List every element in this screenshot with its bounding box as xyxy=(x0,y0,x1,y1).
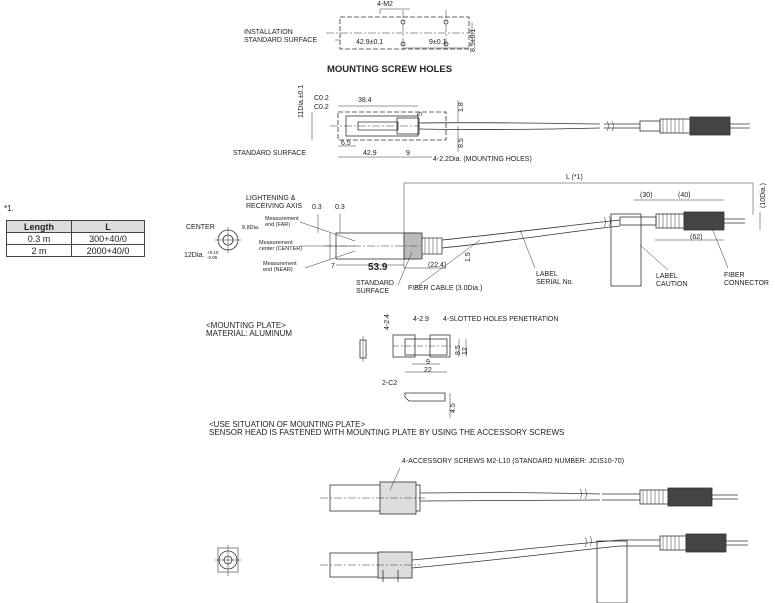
accessory-screws-label: 4-ACCESSORY SCREWS M2-L10 (STANDARD NUMB… xyxy=(402,458,625,465)
dim-42-9: 42.9 xyxy=(363,150,377,157)
table-row: 0.3 m 300+40/0 xyxy=(6,232,145,245)
installation-surface-label: INSTALLATION STANDARD SURFACE xyxy=(244,29,317,44)
length-header: Length xyxy=(6,220,72,233)
slotted-holes-label: 4-SLOTTED HOLES PENETRATION xyxy=(443,316,559,323)
dim-4m2: 4-M2 xyxy=(377,1,393,8)
screw-holes-diagram xyxy=(326,8,475,52)
dim-42-9: 42.9±0.1 xyxy=(356,39,384,46)
mounting-plate-diagram xyxy=(359,334,467,418)
c02-label: C0.2 xyxy=(314,95,329,102)
table-cell: 0.3 m xyxy=(6,232,72,245)
label-serial-label: LABEL SERIAL No. xyxy=(536,271,574,286)
standard-surface-label: STANDARD SURFACE xyxy=(233,150,306,157)
dim-1-5: 1.5 xyxy=(465,252,472,262)
dim-11dia: 11Dia.±0.1 xyxy=(298,84,305,118)
meas-center-label: Measurement center (CENTER) xyxy=(259,240,303,252)
dim-12: 12 xyxy=(462,347,469,355)
use-situation-diagram xyxy=(215,467,748,603)
dim-22: 22 xyxy=(424,367,432,374)
dim-9: 9 xyxy=(426,359,430,366)
center-label: CENTER xyxy=(186,224,215,231)
length-table: Length L 0.3 m 300+40/0 2 m 2000+40/0 xyxy=(6,220,145,257)
dim-6-5: 6.5 xyxy=(341,140,351,147)
dim-38-4: 38.4 xyxy=(358,97,372,104)
label-caution-label: LABEL CAUTION xyxy=(656,273,688,288)
dim-10dia: (10Dia.) xyxy=(760,183,767,208)
dim-4-2-4: 4-2.4 xyxy=(384,314,391,330)
lightening-axis-label: LIGHTENING & RECEIVING AXIS xyxy=(246,195,303,210)
dim-12dia-tolerance: +0.10 -0.05 xyxy=(207,250,219,260)
dim-0-3: 0.3 xyxy=(312,204,322,211)
table-cell: 2000+40/0 xyxy=(71,244,145,257)
dim-8-5: 8.5 xyxy=(458,138,465,148)
mounting-plate-heading: <MOUNTING PLATE> MATERIAL: ALUMINUM xyxy=(206,321,293,338)
dim-40: (40) xyxy=(678,192,691,199)
table-row: 2 m 2000+40/0 xyxy=(6,244,145,257)
dim-L: L (*1) xyxy=(566,174,583,181)
mounting-holes-label: 4-2.2Dia. (MOUNTING HOLES) xyxy=(433,156,532,163)
fiber-cable-label: FIBER CABLE (3.0Dia.) xyxy=(408,285,483,292)
dim-2c2: 2-C2 xyxy=(382,380,398,387)
table-cell: 2 m xyxy=(6,244,72,257)
dim-9: 9±0.1 xyxy=(429,39,447,46)
dim-1-8: 1.8 xyxy=(458,102,465,112)
sensor-side-view xyxy=(311,100,750,158)
dim-22-4: (22.4) xyxy=(428,262,447,269)
dim-0-3: 0.3 xyxy=(335,204,345,211)
table-cell: 300+40/0 xyxy=(71,232,145,245)
meas-near-label: Measurement end (NEAR) xyxy=(263,261,297,273)
dim-4-2-9: 4-2.9 xyxy=(413,316,429,323)
dim-8-5: 8.5±0.1 xyxy=(470,28,477,52)
dim-53-9: 53.9 xyxy=(368,262,388,273)
dim-5: 5 xyxy=(417,112,424,116)
dim-30: (30) xyxy=(640,192,653,199)
dim-8-8dia: 8.8Dia. xyxy=(242,225,260,231)
dim-7: 7 xyxy=(331,263,335,270)
l-header: L xyxy=(71,220,145,233)
sensor-top-view xyxy=(215,182,761,289)
dim-4-5: 4.5 xyxy=(450,403,457,413)
use-situation-heading: <USE SITUATION OF MOUNTING PLATE> SENSOR… xyxy=(209,420,565,437)
standard-surface-label: STANDARD SURFACE xyxy=(356,280,394,295)
footnote-marker: *1. xyxy=(4,204,14,213)
screw-holes-title: MOUNTING SCREW HOLES xyxy=(327,64,453,75)
meas-far-label: Measurement end (FAR) xyxy=(265,216,299,228)
fiber-connector-label: FIBER CONNECTOR xyxy=(724,272,769,287)
dim-62: (62) xyxy=(690,234,703,241)
c02-label: C0.2 xyxy=(314,104,329,111)
dim-12dia: 12Dia. xyxy=(184,252,205,259)
dim-9: 9 xyxy=(406,150,410,157)
